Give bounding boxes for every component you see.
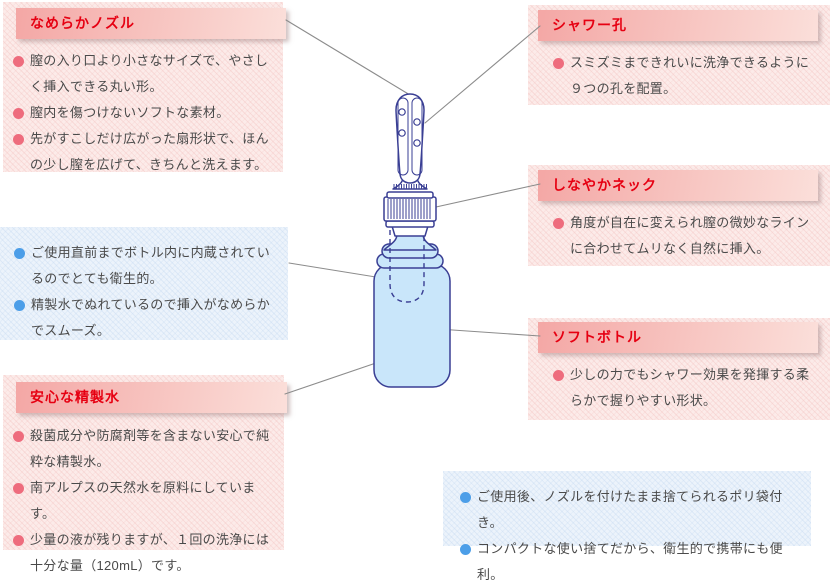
- list-item: 角度が自在に変えられ膣の微妙なライン に合わせてムリなく自然に挿入。: [553, 210, 824, 262]
- bullet-icon: [13, 134, 24, 145]
- feature-text: 殺菌成分や防腐剤等を含まない安心で純 粋な精製水。: [30, 428, 270, 469]
- feature-text: 先がすこしだけ広がった扇形状で、ほん の少し膣を広げて、きちんと洗えます。: [30, 131, 269, 172]
- connector-line: [285, 19, 411, 96]
- feature-list: ご使用後、ノズルを付けたまま捨てられるポリ袋付き。 コンパクトな使い捨てだから、…: [460, 484, 805, 588]
- bullet-icon: [14, 248, 25, 259]
- list-item: 殺菌成分や防腐剤等を含まない安心で純 粋な精製水。: [13, 423, 278, 475]
- panel-flexible-neck: しなやかネック 角度が自在に変えられ膣の微妙なライン に合わせてムリなく自然に挿…: [528, 165, 830, 266]
- connector-line: [435, 183, 541, 208]
- panel-soft-bottle: ソフトボトル 少しの力でもシャワー効果を発揮する柔 らかで握りやすい形状。: [528, 318, 830, 420]
- bullet-icon: [553, 370, 564, 381]
- list-item: ご使用直前までボトル内に内蔵されてい るのでとても衛生的。: [14, 240, 282, 292]
- connector-line: [288, 262, 414, 284]
- feature-text: 少しの力でもシャワー効果を発揮する柔 らかで握りやすい形状。: [570, 367, 810, 408]
- bullet-icon: [553, 58, 564, 69]
- bullet-icon: [460, 544, 471, 555]
- feature-list: 少しの力でもシャワー効果を発揮する柔 らかで握りやすい形状。: [553, 362, 824, 414]
- bullet-icon: [13, 483, 24, 494]
- feature-text: コンパクトな使い捨てだから、衛生的で携帯にも便利。: [477, 541, 783, 582]
- feature-text: 角度が自在に変えられ膣の微妙なライン に合わせてムリなく自然に挿入。: [570, 215, 810, 256]
- panel-title-purified-water: 安心な精製水: [16, 382, 287, 413]
- bullet-icon: [460, 492, 471, 503]
- feature-text: 膣の入り口より小さなサイズで、やさし く挿入できる丸い形。: [30, 53, 269, 94]
- feature-text: ご使用後、ノズルを付けたまま捨てられるポリ袋付き。: [477, 489, 783, 530]
- feature-text: 精製水でぬれているので挿入がなめらか でスムーズ。: [31, 297, 271, 338]
- shower-hole-icon: [413, 139, 421, 147]
- list-item: コンパクトな使い捨てだから、衛生的で携帯にも便利。: [460, 536, 805, 588]
- panel-builtin-nozzle: ご使用直前までボトル内に内蔵されてい るのでとても衛生的。 精製水でぬれているの…: [0, 227, 288, 340]
- list-item: 先がすこしだけ広がった扇形状で、ほん の少し膣を広げて、きちんと洗えます。: [13, 126, 277, 178]
- bullet-icon: [13, 108, 24, 119]
- list-item: 膣の入り口より小さなサイズで、やさし く挿入できる丸い形。: [13, 48, 277, 100]
- shower-hole-icon: [413, 118, 421, 126]
- bullet-icon: [13, 56, 24, 67]
- connector-lines: [284, 19, 541, 395]
- bullet-icon: [14, 300, 25, 311]
- list-item: 少量の液が残りますが、１回の洗浄には 十分な量（120mL）です。: [13, 527, 278, 579]
- feature-list: ご使用直前までボトル内に内蔵されてい るのでとても衛生的。 精製水でぬれているの…: [14, 240, 282, 344]
- list-item: ご使用後、ノズルを付けたまま捨てられるポリ袋付き。: [460, 484, 805, 536]
- feature-list: スミズミまできれいに洗浄できるように ９つの孔を配置。: [553, 50, 824, 102]
- panel-title-shower-holes: シャワー孔: [538, 10, 818, 41]
- shower-hole-icon: [398, 108, 406, 116]
- list-item: 精製水でぬれているので挿入がなめらか でスムーズ。: [14, 292, 282, 344]
- panel-shower-holes: シャワー孔 スミズミまできれいに洗浄できるように ９つの孔を配置。: [528, 5, 830, 105]
- feature-list: 殺菌成分や防腐剤等を含まない安心で純 粋な精製水。 南アルプスの天然水を原料にし…: [13, 423, 278, 579]
- connector-line: [424, 25, 541, 124]
- cap-graphic: [383, 191, 437, 237]
- shower-hole-icon: [398, 129, 406, 137]
- bottle-body-graphic: [373, 230, 451, 388]
- connector-line: [437, 328, 541, 337]
- panel-title-flexible-neck: しなやかネック: [538, 170, 818, 201]
- list-item: 膣内を傷つけないソフトな素材。: [13, 100, 277, 126]
- panel-smooth-nozzle: なめらかノズル 膣の入り口より小さなサイズで、やさし く挿入できる丸い形。 膣内…: [3, 2, 286, 172]
- feature-text: 膣内を傷つけないソフトな素材。: [30, 105, 230, 120]
- feature-text: ご使用直前までボトル内に内蔵されてい るのでとても衛生的。: [31, 245, 271, 286]
- panel-disposable: ご使用後、ノズルを付けたまま捨てられるポリ袋付き。 コンパクトな使い捨てだから、…: [443, 471, 811, 582]
- connector-line: [284, 349, 415, 395]
- nozzle-graphic: [392, 93, 428, 190]
- panel-title-smooth-nozzle: なめらかノズル: [16, 8, 286, 39]
- feature-list: 膣の入り口より小さなサイズで、やさし く挿入できる丸い形。 膣内を傷つけないソフ…: [13, 48, 277, 178]
- list-item: 少しの力でもシャワー効果を発揮する柔 らかで握りやすい形状。: [553, 362, 824, 414]
- panel-purified-water: 安心な精製水 殺菌成分や防腐剤等を含まない安心で純 粋な精製水。 南アルプスの天…: [3, 375, 287, 573]
- feature-text: 南アルプスの天然水を原料にしています。: [30, 480, 256, 521]
- bullet-icon: [13, 431, 24, 442]
- feature-list: 角度が自在に変えられ膣の微妙なライン に合わせてムリなく自然に挿入。: [553, 210, 824, 262]
- panel-title-soft-bottle: ソフトボトル: [538, 322, 818, 353]
- list-item: 南アルプスの天然水を原料にしています。: [13, 475, 278, 527]
- list-item: スミズミまできれいに洗浄できるように ９つの孔を配置。: [553, 50, 824, 102]
- feature-text: スミズミまできれいに洗浄できるように ９つの孔を配置。: [570, 55, 810, 96]
- feature-text: 少量の液が残りますが、１回の洗浄には 十分な量（120mL）です。: [30, 532, 270, 573]
- bullet-icon: [13, 535, 24, 546]
- bullet-icon: [553, 218, 564, 229]
- inner-nozzle-dashed: [389, 230, 425, 303]
